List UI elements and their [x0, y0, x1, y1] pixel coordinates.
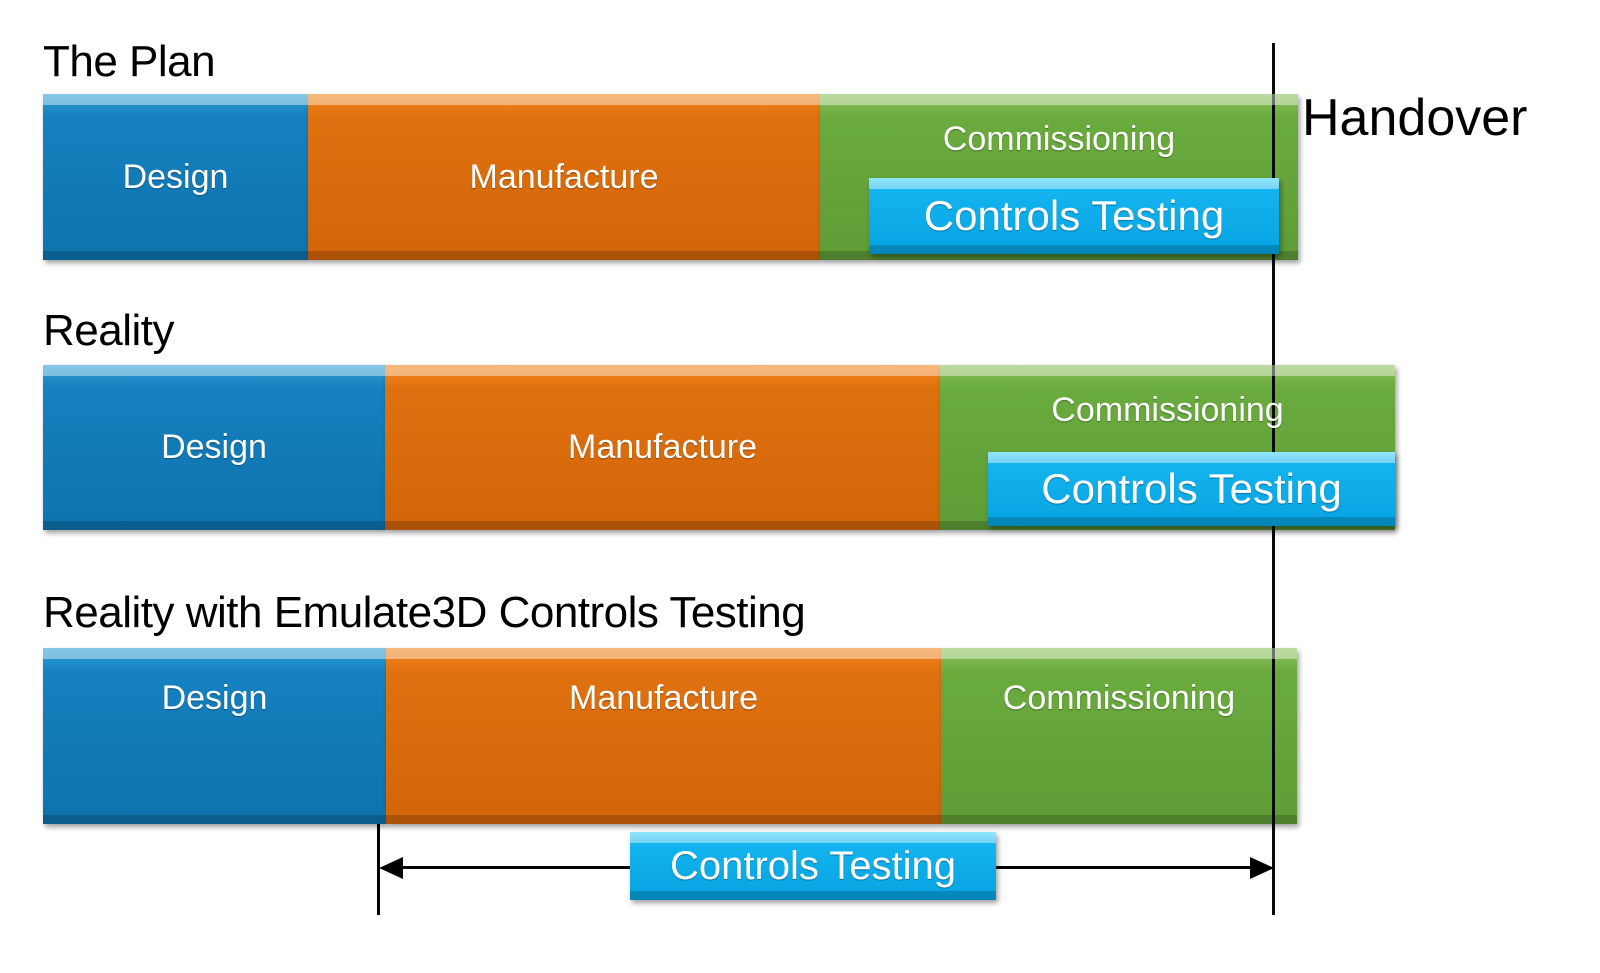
bar-label-design: Design — [161, 679, 268, 717]
bar-label-commissioning: Commissioning — [1051, 391, 1284, 429]
row-title-reality: Reality — [43, 306, 175, 355]
row-title-reality-emulate3d: Reality with Emulate3D Controls Testing — [43, 588, 806, 637]
bar-label-design: Design — [161, 428, 267, 466]
bar-label-manufacture: Manufacture — [469, 157, 659, 196]
row-title-the-plan: The Plan — [43, 37, 216, 86]
span-arrowhead-right — [1250, 857, 1274, 879]
bar-reality-manufacture[interactable]: Manufacture — [385, 365, 940, 530]
bar-the-plan-manufacture[interactable]: Manufacture — [308, 94, 820, 260]
span-arrow-line-right — [996, 866, 1250, 869]
bar-label-commissioning: Commissioning — [1002, 679, 1236, 717]
bar-label-commissioning: Commissioning — [942, 120, 1176, 158]
bar-label-design: Design — [122, 157, 229, 196]
bar-label-manufacture: Manufacture — [568, 428, 757, 466]
span-tick-start — [377, 824, 380, 915]
bar-the-plan-design[interactable]: Design — [43, 94, 308, 260]
bar-emulate3d-manufacture[interactable]: Manufacture — [386, 648, 941, 824]
handover-label: Handover — [1302, 89, 1528, 147]
bar-label-controls-testing: Controls Testing — [1041, 465, 1342, 512]
bar-the-plan-controls-testing[interactable]: Controls Testing — [869, 178, 1279, 254]
bar-label-controls-testing: Controls Testing — [669, 843, 957, 888]
bar-reality-controls-testing[interactable]: Controls Testing — [988, 452, 1395, 526]
bar-reality-design[interactable]: Design — [43, 365, 385, 530]
span-arrow-line-left — [400, 866, 634, 869]
bar-label-manufacture: Manufacture — [569, 679, 758, 717]
span-arrowhead-left — [379, 857, 403, 879]
bar-emulate3d-design[interactable]: Design — [43, 648, 386, 824]
span-label-controls-testing[interactable]: Controls Testing — [630, 832, 996, 900]
bar-label-controls-testing: Controls Testing — [923, 192, 1225, 239]
bar-emulate3d-commissioning[interactable]: Commissioning — [941, 648, 1297, 824]
